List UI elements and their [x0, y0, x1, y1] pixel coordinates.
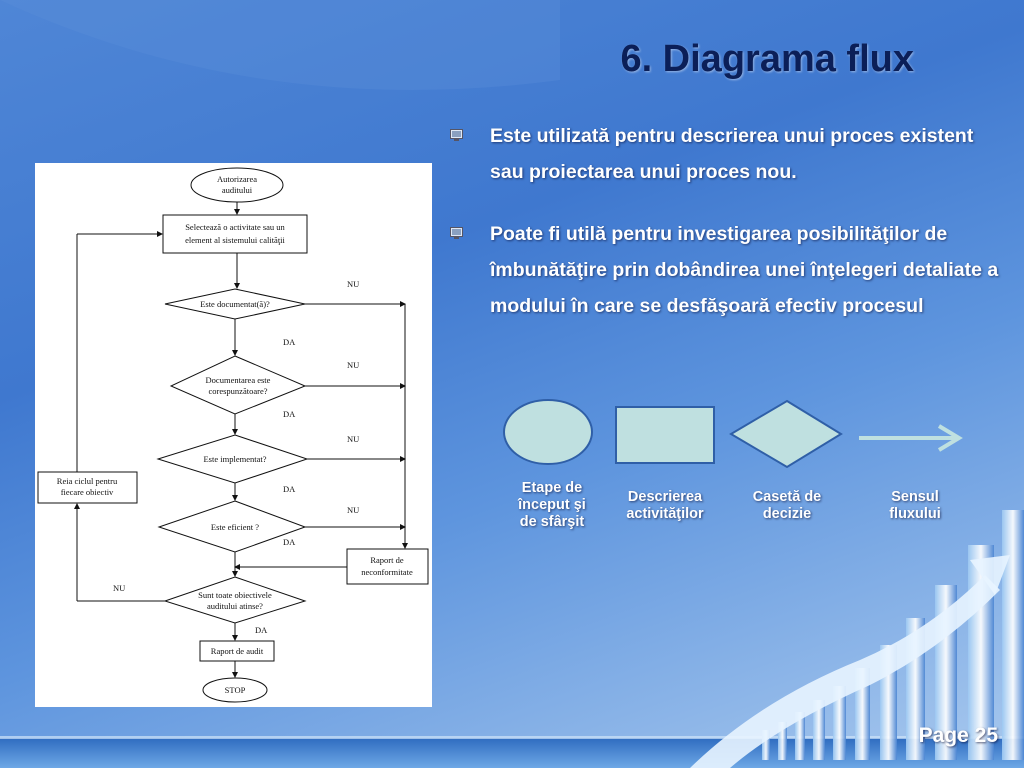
monitor-bullet-icon — [450, 227, 463, 239]
decision2-label-line: Documentarea este — [206, 375, 271, 385]
legend-shapes — [503, 399, 963, 469]
legend-label-decision: Casetă de decizie — [732, 489, 842, 523]
decision4-label: Este eficient ? — [211, 522, 259, 532]
slide-title: 6. Diagrama flux — [620, 38, 914, 80]
legend-line: Etape de — [521, 480, 583, 496]
start-label-line: auditului — [222, 185, 253, 195]
bullet-list: Este utilizată pentru descrierea unui pr… — [448, 118, 1008, 324]
yes-label: DA — [283, 537, 296, 547]
select-activity-box — [162, 214, 308, 254]
no-label: NU — [347, 279, 359, 289]
decision5-label-line: Sunt toate obiectivele — [198, 590, 272, 600]
legend-line: activităţilor — [626, 506, 704, 522]
legend-label-flow: Sensul fluxului — [860, 489, 970, 523]
nonconf-label-line: neconformitate — [361, 567, 413, 577]
decision1-label: Este documentat(ă)? — [200, 299, 270, 309]
legend-rectangle-shape — [615, 406, 715, 464]
audit-report-label: Raport de audit — [211, 646, 264, 656]
legend-line: Casetă de — [752, 489, 822, 505]
yes-label: DA — [283, 409, 296, 419]
nonconf-label-line: Raport de — [370, 555, 404, 565]
stop-ellipse — [202, 677, 268, 703]
stop-label: STOP — [225, 685, 246, 695]
decision-objectives — [163, 576, 307, 624]
monitor-bullet-icon — [450, 129, 463, 141]
no-label: NU — [113, 583, 125, 593]
loop-box — [37, 471, 138, 504]
decision-documentation-ok — [169, 355, 307, 415]
select-label-line: element al sistemului calităţii — [185, 235, 285, 245]
yes-label: DA — [283, 484, 296, 494]
legend-line: Descrierea — [627, 489, 703, 505]
bullet-item: Poate fi utilă pentru investigarea posib… — [448, 216, 1008, 324]
legend-line: decizie — [762, 506, 812, 522]
bullet-item: Este utilizată pentru descrierea unui pr… — [448, 118, 1008, 190]
legend-label-start-end: Etape de început şi de sfârşit — [500, 480, 604, 531]
select-label-line: Selectează o activitate sau un — [185, 222, 285, 232]
decision2-label-line: corespunzătoare? — [209, 386, 268, 396]
no-label: NU — [347, 505, 359, 515]
legend-diamond-shape — [729, 399, 843, 469]
yes-label: DA — [255, 625, 268, 635]
no-label: NU — [347, 360, 359, 370]
audit-flowchart: Autorizarea auditului Selectează o activ… — [37, 167, 429, 703]
decision5-label-line: auditului atinse? — [207, 601, 263, 611]
start-label-line: Autorizarea — [217, 174, 257, 184]
arrow-right-icon — [937, 424, 963, 452]
yes-label: DA — [283, 337, 296, 347]
decision3-label: Este implementat? — [203, 454, 266, 464]
legend-line: Sensul — [891, 489, 939, 505]
loop-label-line: Reia ciclul pentru — [57, 476, 118, 486]
audit-flowchart-image: Autorizarea auditului Selectează o activ… — [35, 163, 432, 707]
bullet-text: Poate fi utilă pentru investigarea posib… — [490, 223, 999, 317]
growth-bars — [762, 510, 1024, 760]
no-label: NU — [347, 434, 359, 444]
page-number: Page 25 — [918, 724, 998, 747]
audit-report-box — [199, 640, 275, 662]
legend-line: fluxului — [889, 506, 941, 522]
legend-line: de sfârşit — [519, 514, 585, 530]
legend-ellipse-shape — [503, 399, 593, 465]
legend-line: început şi — [518, 497, 586, 513]
legend-label-activities: Descrierea activităţilor — [610, 489, 720, 523]
loop-label-line: fiecare obiectiv — [61, 487, 114, 497]
bullet-text: Este utilizată pentru descrierea unui pr… — [490, 125, 974, 183]
